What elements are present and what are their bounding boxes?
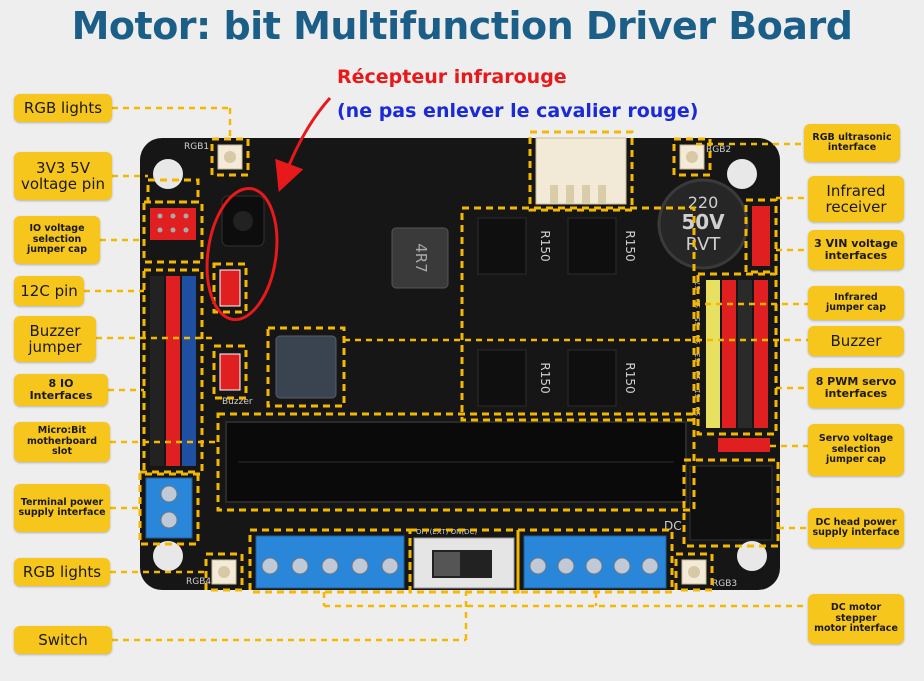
ir-jumper-cap xyxy=(219,269,241,307)
highlight-vin xyxy=(744,198,778,274)
resistor-text: R150 xyxy=(538,362,552,393)
servo-header xyxy=(706,280,768,428)
mount-hole xyxy=(153,159,183,189)
highlight-rgb1 xyxy=(210,137,250,177)
mount-hole xyxy=(737,541,767,571)
highlight-ir-jumper xyxy=(212,262,248,314)
driver-chip xyxy=(477,349,527,407)
label-buzzer-jumper: Buzzer jumper xyxy=(14,316,96,362)
buzzer-component xyxy=(275,335,337,399)
resistor-text: R150 xyxy=(623,230,637,261)
silk-buzzer: Buzzer xyxy=(222,397,253,407)
highlight-dc-jack xyxy=(682,458,780,548)
ultrasonic-connector xyxy=(535,137,627,205)
label-rgb-ultrasonic: RGB ultrasonic interface xyxy=(804,124,900,162)
left-io-header xyxy=(150,276,196,466)
label-io-interfaces: 8 IO Interfaces xyxy=(14,374,108,406)
highlight-chips xyxy=(460,206,696,422)
label-microbit-slot: Micro:Bit motherboard slot xyxy=(14,422,110,462)
servo-pin-label: S1 xyxy=(694,389,702,398)
servo-pin-label: S7 xyxy=(694,281,702,290)
motor-terminal-left xyxy=(255,535,405,589)
inductor-text: 4R7 xyxy=(412,243,430,273)
silk-rgb4: RGB4 xyxy=(186,577,211,587)
highlight-buzzer xyxy=(266,326,346,408)
ir-receiver-annotation: Récepteur infrarouge xyxy=(337,66,567,88)
label-rgb-lights-top: RGB lights xyxy=(14,94,112,122)
silk-rgb2: RGB2 xyxy=(706,145,731,155)
highlight-pins-3v3 xyxy=(146,178,200,204)
label-i2c-pin: 12C pin xyxy=(14,276,84,306)
driver-chip xyxy=(477,217,527,275)
cap-text-2: 50V xyxy=(681,210,725,234)
silk-rgb3: RGB3 xyxy=(712,579,737,589)
servo-pin-label: S3 xyxy=(694,353,702,362)
ir-annotation-circle xyxy=(205,186,279,322)
label-dc-head-power: DC head power supply interface xyxy=(808,508,904,548)
resistor-text: R150 xyxy=(538,230,552,261)
label-servo-voltage: Servo voltage selection jumper cap xyxy=(808,424,904,476)
highlight-ultrasonic xyxy=(528,130,634,212)
label-buzzer: Buzzer xyxy=(808,326,904,356)
dc-jack xyxy=(689,465,773,541)
silk-switch: OFF(EXT) ON(DC) xyxy=(416,528,477,536)
resistor-text: R150 xyxy=(623,362,637,393)
highlight-rgb4 xyxy=(204,552,244,592)
highlight-terminal xyxy=(138,470,200,546)
servo-voltage-jumper xyxy=(718,438,770,452)
highlight-buzzer-jumper xyxy=(212,344,248,400)
highlight-rgb3 xyxy=(674,552,714,592)
label-dc-motor-stepper: DC motor stepper motor interface xyxy=(808,594,904,644)
label-infrared-jumper: Infrared jumper cap xyxy=(808,286,904,320)
driver-chip xyxy=(567,217,617,275)
jumper-warning-annotation: (ne pas enlever le cavalier rouge) xyxy=(337,100,699,122)
mount-hole xyxy=(727,159,757,189)
io-voltage-header xyxy=(150,208,196,240)
label-io-voltage-jumper: IO voltage selection jumper cap xyxy=(14,216,100,264)
power-switch xyxy=(413,537,515,589)
label-pwm-servo: 8 PWM servo interfaces xyxy=(808,368,904,408)
highlight-microbit xyxy=(216,412,696,512)
label-rgb-lights-bottom: RGB lights xyxy=(14,558,110,586)
driver-chip xyxy=(567,349,617,407)
label-infrared-receiver: Infrared receiver xyxy=(808,176,904,222)
ir-annotation-arrow xyxy=(275,96,332,193)
buzzer-jumper-cap xyxy=(219,353,241,391)
highlight-motor-left xyxy=(248,528,412,594)
inductor xyxy=(391,227,449,289)
label-3v3-5v-voltage-pin: 3V3 5V voltage pin xyxy=(14,152,112,200)
motor-terminal-right xyxy=(523,535,667,589)
label-terminal-power: Terminal power supply interface xyxy=(14,484,110,532)
highlight-rgb2 xyxy=(672,137,712,177)
mount-hole xyxy=(153,541,183,571)
highlight-left-headers xyxy=(142,268,204,476)
servo-pin-label: S5 xyxy=(694,317,702,326)
cap-text-3: RVT xyxy=(686,234,722,255)
vin-header xyxy=(752,206,770,266)
label-vin-voltage: 3 VIN voltage interfaces xyxy=(808,230,904,270)
highlight-servo xyxy=(696,272,778,436)
label-switch: Switch xyxy=(14,626,112,654)
page-title: Motor: bit Multifunction Driver Board xyxy=(71,4,853,48)
silk-rgb1: RGB1 xyxy=(184,142,209,152)
